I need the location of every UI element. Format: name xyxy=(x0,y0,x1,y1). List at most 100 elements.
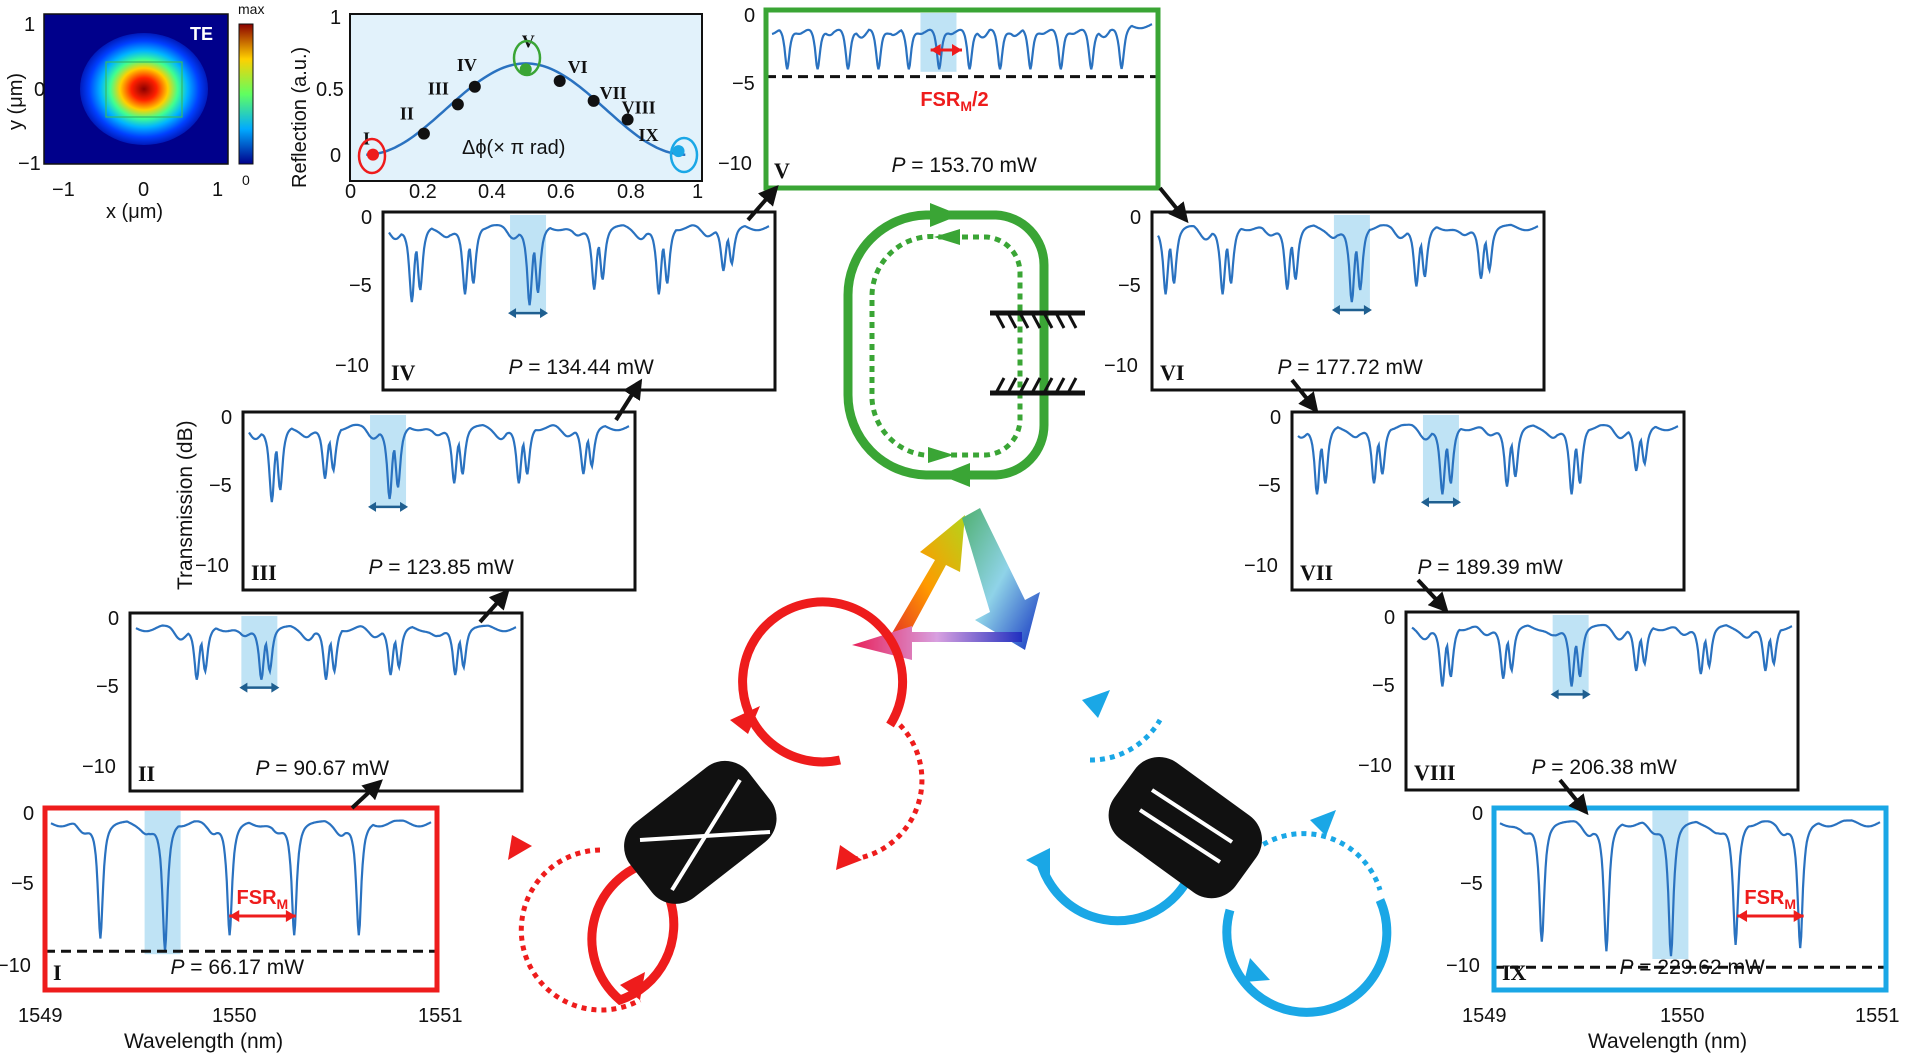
fsr-arrowhead xyxy=(229,910,240,922)
spectrum-ytick: 0 xyxy=(1130,207,1141,229)
spectrum-label-IX: IX xyxy=(1502,960,1527,985)
spectrum-label-IV: IV xyxy=(391,360,416,385)
blue-arrow-2 xyxy=(1026,848,1050,874)
panel-arrows xyxy=(350,184,1589,816)
reflection-point-I xyxy=(366,148,379,161)
spectrum-ytick: −5 xyxy=(732,73,755,95)
spectrum-frame xyxy=(1290,410,1686,592)
blue-ring-top-dotted xyxy=(1089,718,1163,763)
wavelength-xlabel-right: Wavelength (nm) xyxy=(1588,1030,1747,1053)
mode-profile-map: TE max 0 1 0 −1 −1 0 1 x (μm) y (μm) xyxy=(5,1,264,223)
power-label-III: P = 123.85 mW xyxy=(368,556,514,579)
reflection-xtick-5: 0.8 xyxy=(617,181,645,203)
red-ring-schematic xyxy=(508,597,925,1013)
fsr-label: FSRM xyxy=(237,887,289,912)
red-ring-bottom-solid xyxy=(587,855,679,1006)
arrow-IV-to-V xyxy=(746,184,779,222)
power-label-IX: P = 229.62 mW xyxy=(1619,956,1765,979)
transmission-ylabel: Transmission (dB) xyxy=(174,420,197,590)
transmission-trace xyxy=(248,423,630,503)
blue-arrow-4 xyxy=(1244,958,1270,982)
green-racetrack-schematic xyxy=(843,203,1085,487)
racetrack-arrow-bottom xyxy=(940,463,970,487)
spectrum-ytick: −10 xyxy=(0,955,31,977)
transmission-trace xyxy=(388,224,770,306)
spectrum-ytick: −5 xyxy=(1372,675,1395,697)
arrow-II-to-III xyxy=(478,589,510,624)
spectrum-frame xyxy=(42,805,440,993)
colorbar-min-label: 0 xyxy=(242,172,250,188)
polarization-label: TE xyxy=(190,24,213,44)
reflection-point-IX xyxy=(672,145,685,158)
wavelength-xtick-left-3: 1551 xyxy=(418,1005,463,1027)
fsr-label: FSRM/2 xyxy=(920,89,988,114)
spectrum-ytick: −10 xyxy=(82,756,116,778)
spectrum-label-VIII: VIII xyxy=(1414,760,1456,785)
mode-map-ytick-3: −1 xyxy=(18,153,41,175)
mode-map-xlabel: x (μm) xyxy=(106,201,163,223)
transmission-trace xyxy=(1499,819,1881,957)
spectrum-ytick: −10 xyxy=(195,555,229,577)
spectrum-ytick: −5 xyxy=(1258,475,1281,497)
mode-map-xtick-1: −1 xyxy=(52,179,75,201)
spectrum-ytick: 0 xyxy=(108,608,119,630)
arrow-VIII-to-IX xyxy=(1558,778,1589,816)
red-ring-top-solid xyxy=(738,597,908,767)
spectrum-label-VI: VI xyxy=(1160,360,1184,385)
spectrum-ytick: −10 xyxy=(335,355,369,377)
reflection-xlabel: Δϕ(× π rad) xyxy=(462,137,565,159)
spectrum-frame xyxy=(128,611,524,793)
fsr-arrowhead xyxy=(930,44,941,56)
spectrum-label-VII: VII xyxy=(1300,560,1333,585)
racetrack-arrow-top xyxy=(930,203,960,227)
reflection-point-label-VIII: VIII xyxy=(622,98,656,118)
arrow-VII-to-VIII xyxy=(1416,578,1449,613)
coupler-cross-2 xyxy=(670,778,742,892)
reflection-point-label-II: II xyxy=(400,104,414,124)
mode-map-xtick-2: 0 xyxy=(138,179,149,201)
reflection-point-label-VII: VII xyxy=(600,83,627,103)
crossed-coupler xyxy=(624,760,777,904)
waveguide-outline xyxy=(105,61,183,118)
bar-coupler xyxy=(1108,756,1262,899)
spectrum-label-II: II xyxy=(138,761,155,786)
linewidth-arrowhead xyxy=(271,682,280,693)
mode-map-ytick-1: 1 xyxy=(24,14,35,36)
spectrum-label-III: III xyxy=(251,560,277,585)
linewidth-arrowhead xyxy=(1550,689,1559,700)
red-arrow-1 xyxy=(730,706,760,734)
racetrack-outer xyxy=(843,210,1049,480)
mirror-top-hatch xyxy=(994,312,1078,329)
linewidth-arrowhead xyxy=(1582,689,1591,700)
spectrum-ytick: 0 xyxy=(23,803,34,825)
reflection-point-label-IV: IV xyxy=(457,55,477,75)
power-label-I: P = 66.17 mW xyxy=(170,956,304,979)
spectrum-label-V: V xyxy=(774,158,790,183)
reflection-point-VI xyxy=(553,74,566,87)
reflection-xtick-6: 1 xyxy=(692,181,703,203)
spectrum-frame xyxy=(1491,805,1889,993)
reflection-ytick-1: 1 xyxy=(330,7,341,29)
red-arrow-3 xyxy=(508,835,532,860)
wavelength-xlabel-left: Wavelength (nm) xyxy=(124,1030,283,1053)
reflection-point-label-IX: IX xyxy=(639,125,659,145)
reflection-point-II xyxy=(417,127,430,140)
power-label-IV: P = 134.44 mW xyxy=(508,356,654,379)
mode-map-xtick-3: 1 xyxy=(212,179,223,201)
linewidth-arrowhead xyxy=(239,682,248,693)
transmission-trace xyxy=(1297,423,1679,495)
power-label-VIII: P = 206.38 mW xyxy=(1531,756,1677,779)
mode-map-ylabel: y (μm) xyxy=(5,73,27,130)
spectrum-ytick: 0 xyxy=(1270,407,1281,429)
wavelength-xtick-right-2: 1550 xyxy=(1660,1005,1705,1027)
red-ring-top-dotted xyxy=(839,723,925,863)
reflection-marker-V xyxy=(512,39,542,77)
spectrum-frame xyxy=(241,410,637,592)
blue-arrow-1 xyxy=(1082,690,1110,718)
arrow-III-to-IV xyxy=(614,378,643,422)
